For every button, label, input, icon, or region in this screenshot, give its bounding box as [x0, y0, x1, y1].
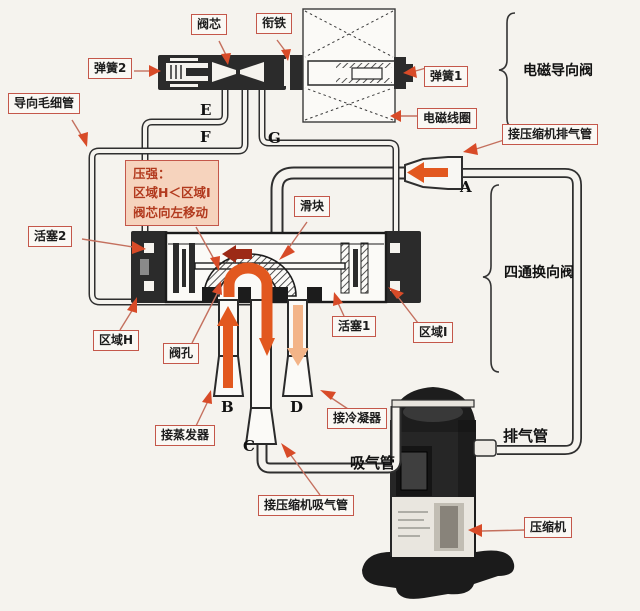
label-slider: 滑块 — [294, 196, 331, 217]
label-guide-capillary: 导向毛细管 — [8, 93, 81, 114]
label-piston1: 活塞1 — [332, 316, 377, 337]
solenoid-coil-box — [302, 8, 413, 123]
flow-arrow-d-down-pale — [287, 305, 309, 366]
capillary-e — [141, 90, 229, 243]
pressure-note-line2: 区域H＜区域I — [133, 185, 211, 201]
label-armature: 衔铁 — [256, 13, 293, 34]
flow-arrow-b-up — [217, 306, 239, 388]
four-way-valve-brace — [482, 184, 500, 373]
compressor-photo — [362, 387, 515, 599]
leader-arrowheads — [78, 49, 482, 537]
capillary-f — [88, 90, 253, 306]
capillary-g — [258, 90, 400, 236]
label-spring2: 弹簧2 — [88, 58, 133, 79]
suction-pipe-line — [256, 399, 475, 474]
flow-arrow-a-left — [407, 162, 448, 183]
pilot-valve-brace — [498, 12, 516, 129]
label-solenoid-coil: 电磁线圈 — [417, 108, 478, 129]
pilot-valve-body — [158, 55, 308, 90]
flow-arrows — [217, 162, 448, 388]
label-discharge-pipe: 排气管 — [503, 427, 549, 445]
port-letter-f: F — [200, 128, 211, 146]
discharge-pipe-line — [460, 168, 582, 457]
pressure-note-line1: 压强： — [133, 166, 171, 181]
port-letter-d: D — [290, 398, 304, 416]
label-spring1: 弹簧1 — [424, 66, 469, 87]
label-to-condenser: 接冷凝器 — [327, 408, 388, 429]
port-letter-g: G — [268, 129, 281, 147]
label-four-way-valve-group: 四通换向阀 — [504, 265, 574, 281]
label-to-compressor-discharge: 接压缩机排气管 — [502, 124, 599, 145]
pressure-note-line3: 阀芯向左移动 — [133, 204, 209, 220]
label-to-compressor-suction: 接压缩机吸气管 — [258, 495, 355, 516]
label-compressor: 压缩机 — [524, 517, 573, 538]
label-piston2: 活塞2 — [28, 226, 73, 247]
pilot-spring1-end — [394, 57, 406, 89]
label-region-i: 区域I — [413, 322, 454, 343]
label-valve-hole: 阀孔 — [163, 343, 200, 364]
port-letter-b: B — [221, 398, 234, 416]
label-to-evaporator: 接蒸发器 — [155, 425, 216, 446]
label-pilot-valve-group: 电磁导向阀 — [523, 63, 593, 79]
port-letter-c: C — [243, 437, 255, 455]
label-region-h: 区域H — [93, 330, 140, 351]
compressor-discharge-stub — [473, 439, 497, 457]
flow-arrow-u-turn — [223, 262, 273, 340]
main-valve-body — [131, 231, 421, 304]
slide-move-left-arrow — [222, 245, 252, 263]
piston-2 — [173, 243, 179, 293]
label-suction-pipe: 吸气管 — [350, 454, 396, 472]
leader-lines — [71, 39, 526, 532]
left-end-cap-region-h — [131, 231, 168, 303]
pressure-note-box: 压强： 区域H＜区域I 阀芯向左移动 — [125, 160, 219, 227]
port-letter-e: E — [200, 101, 212, 119]
pilot-valve-core — [212, 62, 236, 82]
label-valve-core: 阀芯 — [191, 14, 228, 35]
port-letter-a: A — [460, 178, 472, 196]
right-end-cap-region-i — [384, 231, 421, 303]
